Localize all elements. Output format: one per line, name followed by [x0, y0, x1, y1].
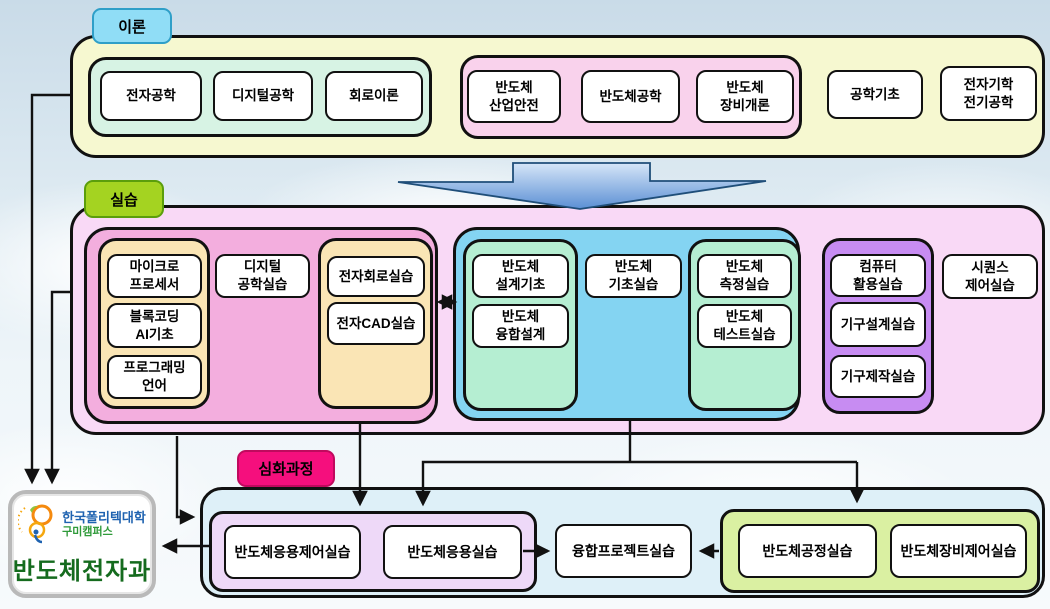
course-box: 시퀀스 제어실습 [942, 254, 1038, 299]
course-box: 전자CAD실습 [327, 302, 425, 345]
course-box: 융합프로젝트실습 [555, 524, 692, 578]
course-box: 전자기학 전기공학 [940, 66, 1037, 121]
department-logo-box: 한국폴리텍대학 구미캠퍼스 반도체전자과 [8, 490, 156, 598]
course-box: 전자회로실습 [327, 256, 425, 297]
advanced-tag-label: 심화과정 [258, 461, 314, 478]
course-box: 반도체장비제어실습 [890, 524, 1027, 578]
practice-tag-label: 실습 [110, 191, 138, 209]
course-box: 공학기초 [827, 70, 923, 119]
course-box: 디지털 공학실습 [215, 254, 310, 298]
course-box: 반도체응용제어실습 [224, 525, 361, 579]
theory-section-tag: 이론 [92, 8, 172, 44]
university-name: 한국폴리텍대학 [62, 510, 146, 526]
course-box: 전자공학 [100, 71, 202, 121]
connector-practice-to-advanced [175, 436, 196, 525]
course-box: 반도체 기초실습 [585, 254, 682, 298]
course-box: 반도체 측정실습 [697, 254, 792, 298]
course-box: 반도체응용실습 [383, 525, 522, 579]
polytech-logo-icon [18, 504, 53, 544]
course-box: 프로그래밍 언어 [107, 355, 202, 399]
flow-down-arrow [397, 162, 767, 210]
course-box: 디지털공학 [213, 71, 313, 121]
course-box: 반도체공정실습 [738, 524, 877, 578]
course-box: 마이크로 프로세서 [107, 254, 202, 298]
course-box: 반도체공학 [581, 70, 680, 123]
course-box: 반도체 설계기초 [472, 254, 569, 298]
connector-practice-to-logo [44, 290, 70, 485]
course-box: 반도체 융합설계 [472, 304, 569, 348]
advanced-section-tag: 심화과정 [237, 450, 335, 487]
department-name: 반도체전자과 [12, 558, 152, 585]
practice-section-tag: 실습 [84, 180, 164, 218]
course-box: 기구설계실습 [830, 302, 926, 347]
course-box: 블록코딩 AI기초 [107, 303, 202, 348]
course-box: 반도체 산업안전 [467, 70, 561, 123]
connector-theory-to-logo [24, 93, 70, 485]
course-box: 반도체 테스트실습 [697, 304, 792, 348]
theory-tag-label: 이론 [118, 18, 146, 36]
course-box: 회로이론 [325, 71, 423, 121]
campus-name: 구미캠퍼스 [62, 526, 113, 539]
course-box: 컴퓨터 활용실습 [830, 254, 926, 297]
course-box: 기구제작실습 [830, 355, 926, 398]
course-box: 반도체 장비개론 [696, 70, 794, 123]
